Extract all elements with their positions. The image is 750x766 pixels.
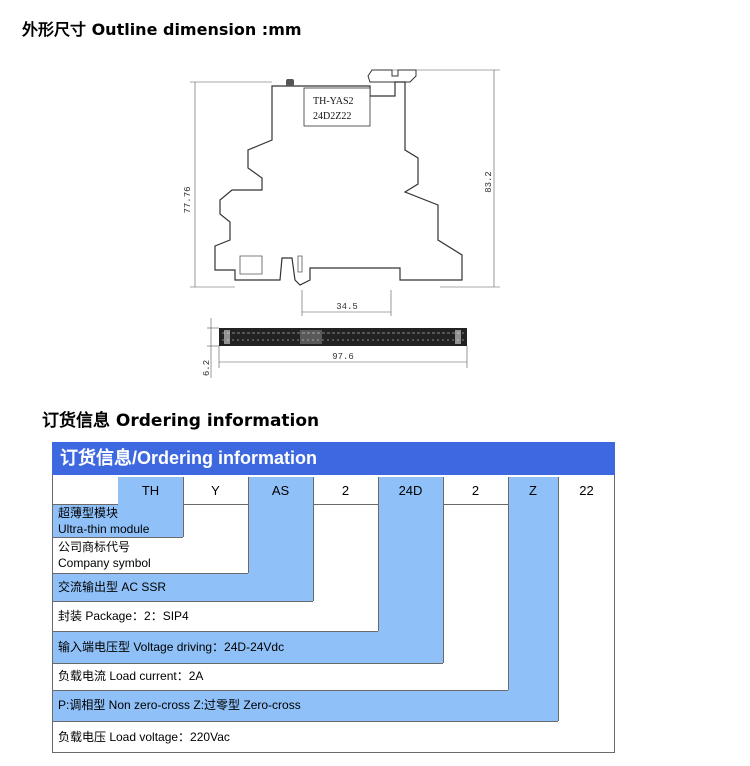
device-label-line1: TH-YAS2 bbox=[313, 96, 354, 107]
row-load-current: 负载电流 Load current：2A bbox=[58, 669, 204, 683]
step-line bbox=[52, 663, 443, 664]
outline-dimension-heading: 外形尺寸 Outline dimension :mm bbox=[22, 20, 302, 39]
zero-cross-column-fill bbox=[508, 504, 558, 721]
code-row-line bbox=[183, 504, 248, 505]
row-package: 封装 Package：2：SIP4 bbox=[58, 609, 189, 623]
height-right-label: 83.2 bbox=[484, 171, 494, 193]
step-line bbox=[52, 573, 248, 574]
code-cell-th: TH bbox=[118, 477, 183, 504]
code-cell-y: Y bbox=[211, 483, 220, 498]
step-line bbox=[52, 601, 313, 602]
code-cell-current: 2 bbox=[471, 483, 480, 498]
code-cell-as: AS bbox=[248, 477, 313, 504]
code-cell-load-voltage: 22 bbox=[579, 483, 594, 498]
side-view-bar bbox=[219, 328, 467, 346]
total-width-dimension bbox=[218, 346, 468, 368]
step-line bbox=[52, 631, 378, 632]
ordering-table: 订货信息/Ordering information TH Y AS 2 24D … bbox=[52, 442, 615, 753]
side-view-pattern bbox=[222, 332, 464, 341]
device-label-line2: 24D2Z22 bbox=[313, 111, 351, 122]
led-indicator bbox=[286, 79, 294, 86]
step-line bbox=[443, 477, 444, 663]
row-load-voltage: 负载电压 Load voltage：220Vac bbox=[58, 730, 230, 744]
rail-slot-outline bbox=[239, 255, 303, 275]
height-dimension-lines bbox=[190, 69, 500, 288]
code-cell-blank bbox=[52, 477, 118, 504]
ordering-table-banner: 订货信息/Ordering information bbox=[52, 442, 615, 475]
step-line bbox=[52, 537, 183, 538]
step-line bbox=[52, 721, 558, 722]
step-line bbox=[313, 477, 314, 601]
row-zero-cross: P:调相型 Non zero-cross Z:过零型 Zero-cross bbox=[52, 690, 558, 721]
step-line bbox=[378, 477, 379, 631]
device-label-box bbox=[303, 87, 371, 127]
row-voltage-driving: 输入端电压型 Voltage driving：24D-24Vdc bbox=[52, 631, 443, 663]
code-cell-voltage: 24D bbox=[378, 477, 443, 504]
step-line bbox=[248, 477, 249, 573]
code-cell-package: 2 bbox=[341, 483, 350, 498]
code-row-line bbox=[443, 504, 508, 505]
outline-drawing: TH-YAS2 24D2Z22 77.76 83.2 34.5 97.6 6.2 bbox=[183, 69, 500, 378]
inner-width-label: 34.5 bbox=[336, 302, 358, 312]
height-left-label: 77.76 bbox=[183, 186, 193, 213]
code-cell-zero-cross: Z bbox=[508, 477, 558, 504]
code-row-line bbox=[52, 504, 118, 505]
thickness-label: 6.2 bbox=[202, 360, 212, 376]
code-row-line bbox=[313, 504, 378, 505]
step-line bbox=[52, 690, 508, 691]
step-line bbox=[508, 477, 509, 690]
table-left-border bbox=[52, 475, 53, 753]
table-bottom-border bbox=[52, 752, 615, 753]
din-clip-outline bbox=[367, 69, 417, 83]
total-width-label: 97.6 bbox=[332, 352, 354, 362]
step-line bbox=[183, 477, 184, 537]
row-ac-ssr: 交流输出型 AC SSR bbox=[52, 573, 313, 601]
ordering-information-heading: 订货信息 Ordering information bbox=[42, 411, 320, 431]
step-line bbox=[558, 477, 559, 721]
table-right-border bbox=[614, 475, 615, 753]
inner-width-dimension bbox=[301, 290, 392, 316]
thickness-dimension bbox=[207, 318, 219, 378]
relay-body-outline bbox=[214, 81, 463, 286]
